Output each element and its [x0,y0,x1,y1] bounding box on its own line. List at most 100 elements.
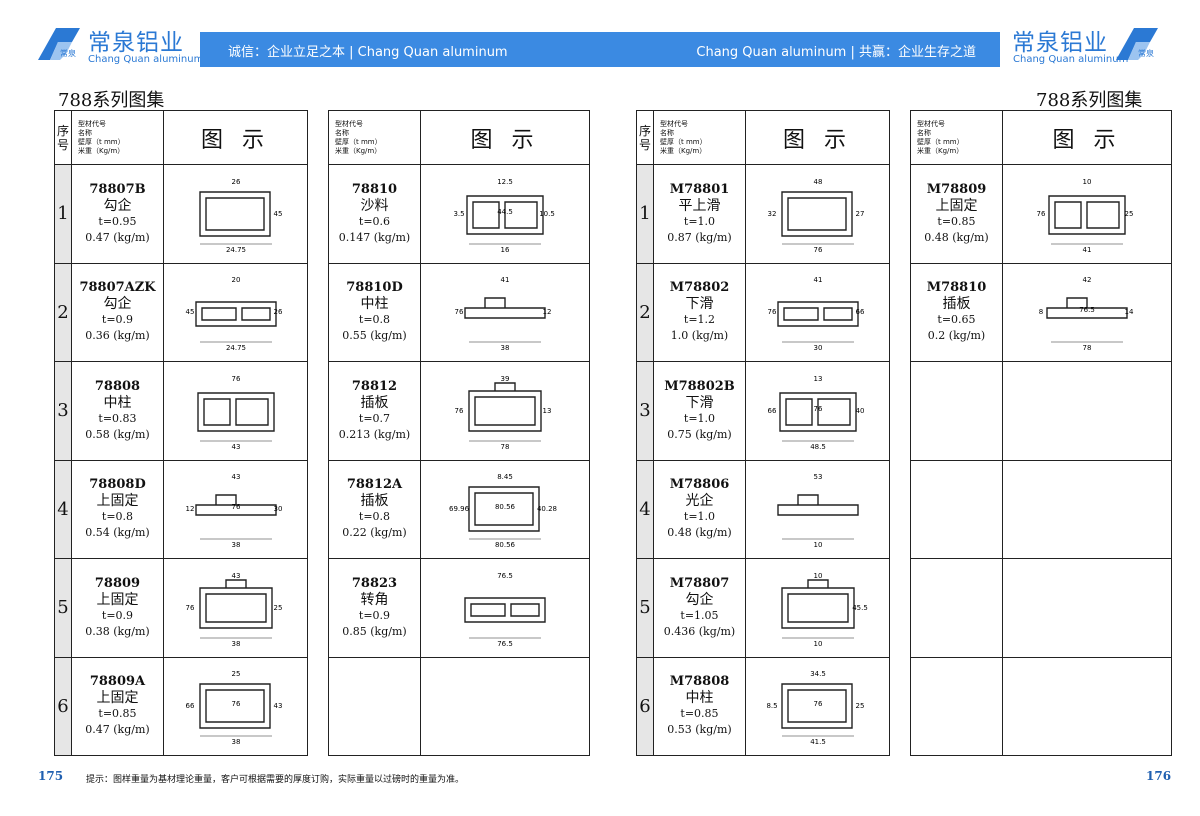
profile-thickness: t=0.7 [358,411,391,425]
brand-name-cn: 常泉铝业 [1012,30,1108,56]
dimension-label: 30 [813,344,822,352]
profile-thickness: t=0.85 [98,707,137,721]
profile-weight: 0.213 (kg/m) [338,427,411,441]
row-number: 1 [54,164,72,264]
dimension-label: 78 [1083,344,1092,352]
row-number: 2 [54,262,72,362]
dimension-label: 14 [1125,308,1134,316]
dimension-label: 76 [813,405,822,413]
header-meta-line: 米重（Kg/m） [335,146,382,155]
profile-weight: 0.36 (kg/m) [85,329,150,343]
header-num: 序号 [54,110,72,165]
dimension-label: 39 [501,375,510,383]
profile-code: M78809 [926,181,987,197]
dimension-label: 76 [1037,210,1046,218]
profile-info [910,361,1003,461]
profile-name: 转角 [360,591,389,608]
row-number: 4 [54,459,72,559]
profile-weight: 0.22 (kg/m) [342,526,407,540]
dimension-label: 69.96 [449,505,470,513]
profile-code: M78806 [669,477,730,493]
dimension-label: 40 [855,407,864,415]
dimension-label: 13 [543,407,552,415]
profile-code: 78810 [351,181,398,197]
table-row [910,459,1172,559]
dimension-label: 45.5 [852,604,868,612]
dimension-label: 24.75 [225,246,245,254]
dimension-label: 45 [185,308,194,316]
header-meta-line: 名称 [78,128,92,137]
header-meta-line: 米重（Kg/m） [917,146,964,155]
profile-code: 78810D [346,280,403,296]
header-meta-line: 型材代号 [78,119,106,128]
profile-outline [194,301,277,327]
profile-outline [776,301,859,327]
header-figure: 图 示 [163,110,308,165]
dimension-label: 80.56 [495,541,516,549]
header-meta-line: 名称 [660,128,674,137]
profile-name: 下滑 [685,296,714,313]
table-header-row: 型材代号名称壁厚（t mm）米重（Kg/m）图 示 [910,110,1172,165]
dimension-label: 8.5 [766,702,777,710]
row-number: 6 [54,656,72,756]
header-meta: 型材代号名称壁厚（t mm）米重（Kg/m） [910,110,1003,165]
table-row [910,656,1172,756]
table-header-row: 型材代号名称壁厚（t mm）米重（Kg/m）图 示 [328,110,590,165]
profile-outline [468,382,542,432]
page-number-right: 176 [1146,769,1172,783]
dimension-label: 41 [813,276,822,284]
profile-code: M78807 [669,575,730,591]
profile-weight: 0.58 (kg/m) [85,427,150,441]
dimension-label: 25 [1125,210,1134,218]
dimension-label: 10 [813,572,822,580]
dimension-label: 76 [231,700,240,708]
profile-code: 78812 [351,378,398,394]
profile-weight: 0.53 (kg/m) [667,723,732,737]
profile-thickness: t=0.8 [358,313,391,327]
table-row [328,656,590,756]
profile-name: 上固定 [96,493,139,510]
profile-name: 上固定 [96,591,139,608]
profile-code: M78801 [669,181,730,197]
header-meta-line: 型材代号 [660,119,688,128]
profile-drawing: 76.576.5 [464,572,546,648]
profile-outline [198,579,273,629]
profile-code: 78809 [94,575,141,591]
brand-logo-right: 常泉铝业 Chang Quan aluminum 常泉 [1010,20,1185,70]
profile-name: 平上滑 [678,197,721,214]
profile-name: 上固定 [935,197,978,214]
row-number: 5 [636,558,654,658]
row-number: 4 [636,459,654,559]
profile-weight: 0.55 (kg/m) [342,329,407,343]
dimension-label: 76 [813,700,822,708]
header-meta-line: 名称 [335,128,349,137]
profile-thickness: t=0.8 [358,510,391,524]
page-number-left: 175 [38,769,64,783]
row-number: 3 [636,361,654,461]
header-meta-line: 壁厚（t mm） [78,137,125,146]
svg-text:常泉: 常泉 [60,48,76,58]
